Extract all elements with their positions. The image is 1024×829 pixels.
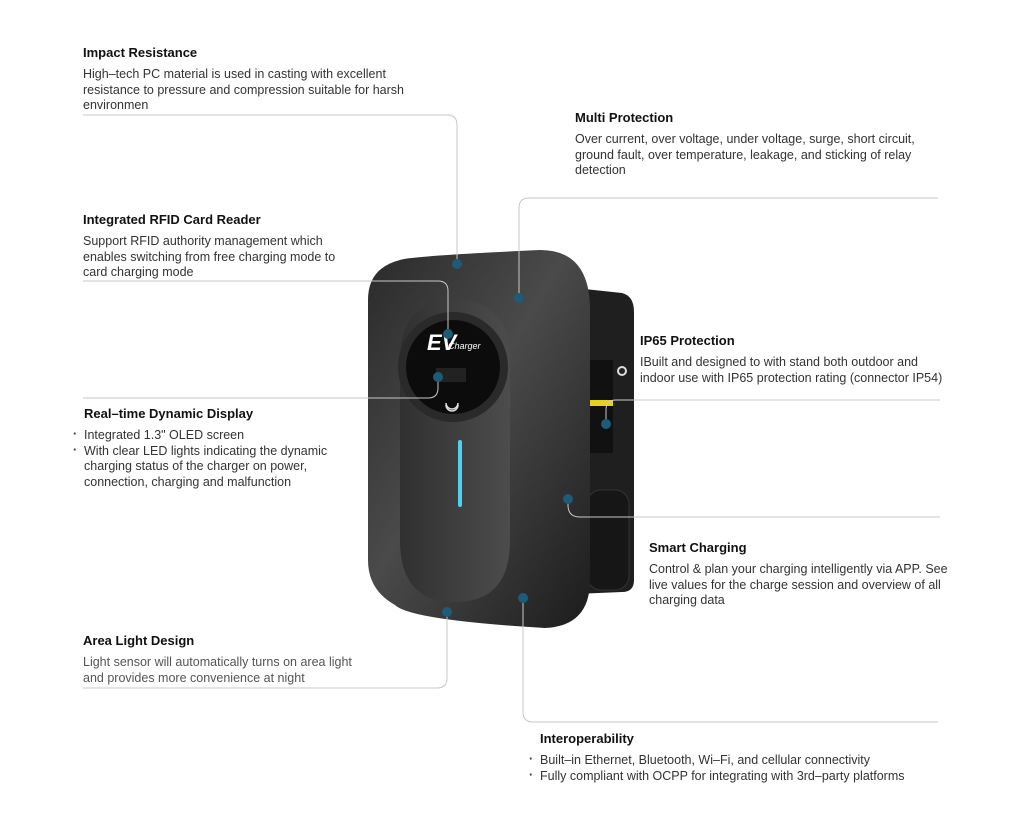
dot-area xyxy=(442,607,452,617)
feature-text: IBuilt and designed to with stand both o… xyxy=(640,355,943,385)
dot-display xyxy=(433,372,443,382)
logo-charger: Charger xyxy=(448,341,482,351)
feature-bullet: With clear LED lights indicating the dyn… xyxy=(73,443,364,491)
feature-title: Smart Charging xyxy=(649,540,747,555)
dot-ip65 xyxy=(601,419,611,429)
callout-dots xyxy=(433,259,611,617)
power-ring-icon xyxy=(445,402,459,410)
feature-multi-protection: Multi Protection Over current, over volt… xyxy=(575,110,950,179)
dot-smart xyxy=(563,494,573,504)
feature-title: Integrated RFID Card Reader xyxy=(83,212,261,227)
dot-multi xyxy=(514,293,524,303)
feature-text: Control & plan your charging intelligent… xyxy=(649,562,948,608)
feature-text: Over current, over voltage, under voltag… xyxy=(575,132,915,178)
feature-text: Support RFID authority management which … xyxy=(83,234,336,280)
oled-screen xyxy=(436,368,466,382)
feature-text: High–tech PC material is used in casting… xyxy=(83,67,404,113)
feature-ip65-protection: IP65 Protection IBuilt and designed to w… xyxy=(640,333,950,386)
feature-bullet: Integrated 1.3" OLED screen xyxy=(73,427,364,444)
charging-socket xyxy=(586,489,630,591)
feature-title: Multi Protection xyxy=(575,110,674,125)
feature-title: Impact Resistance xyxy=(83,45,198,60)
logo-ev: EV xyxy=(427,330,459,355)
dot-impact xyxy=(452,259,462,269)
dot-interop xyxy=(518,593,528,603)
display-screen xyxy=(406,320,500,414)
feature-rfid-reader: Integrated RFID Card Reader Support RFID… xyxy=(83,212,353,281)
feature-text: Light sensor will automatically turns on… xyxy=(83,655,352,685)
feature-smart-charging: Smart Charging Control & plan your charg… xyxy=(649,540,969,609)
feature-title: Area Light Design xyxy=(83,633,195,648)
feature-title: Interoperability xyxy=(540,731,634,746)
leader-lines xyxy=(83,114,940,723)
feature-title: Real–time Dynamic Display xyxy=(84,406,254,421)
feature-bullet: Fully compliant with OCPP for integratin… xyxy=(529,768,960,785)
feature-dynamic-display: Real–time Dynamic Display Integrated 1.3… xyxy=(73,406,364,491)
feature-area-light: Area Light Design Light sensor will auto… xyxy=(83,633,358,686)
feature-impact-resistance: Impact Resistance High–tech PC material … xyxy=(83,45,423,114)
feature-interoperability: Interoperability Built–in Ethernet, Blue… xyxy=(529,731,960,785)
led-light-bar xyxy=(458,440,462,507)
feature-bullet: Built–in Ethernet, Bluetooth, Wi–Fi, and… xyxy=(529,752,960,769)
feature-title: IP65 Protection xyxy=(640,333,735,348)
dot-rfid xyxy=(443,329,453,339)
